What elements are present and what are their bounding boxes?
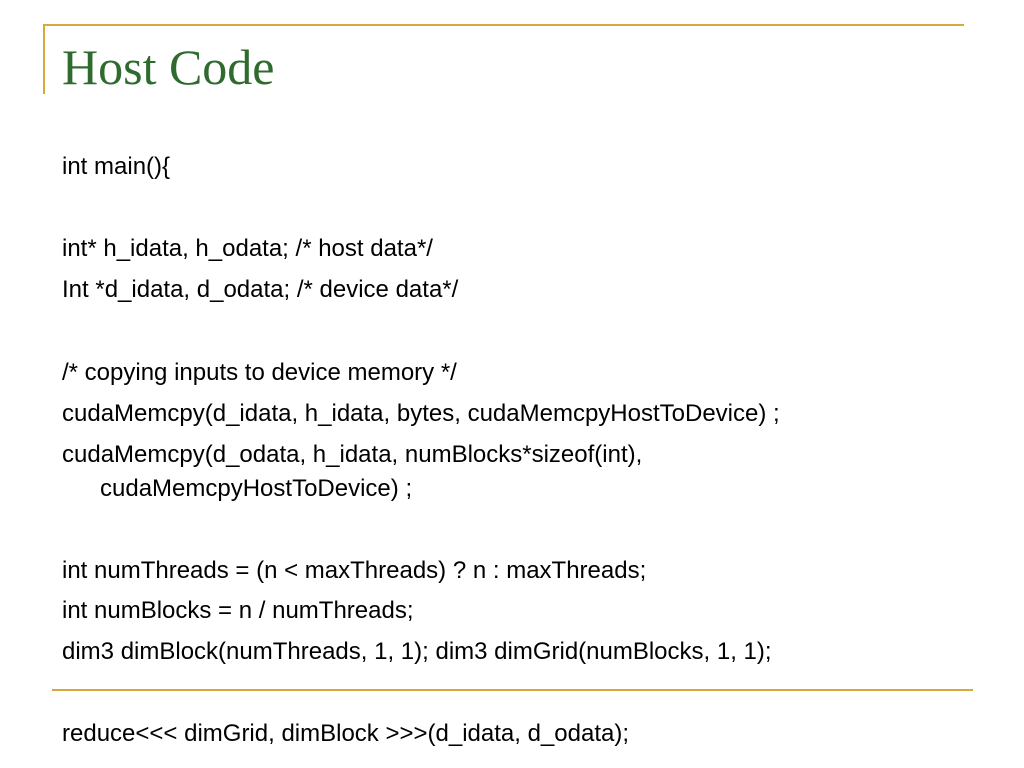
code-line-num-threads: int numThreads = (n < maxThreads) ? n : … [62, 557, 647, 584]
code-line-copy-comment: /* copying inputs to device memory */ [62, 359, 457, 386]
code-line-reduce-call: reduce<<< dimGrid, dimBlock >>>(d_idata,… [62, 720, 629, 747]
code-line-device-data: Int *d_idata, d_odata; /* device data*/ [62, 276, 459, 303]
slide-title: Host Code [62, 39, 275, 95]
top-frame-line [43, 24, 964, 26]
code-line-memcpy-odata-continued: cudaMemcpyHostToDevice) ; [100, 475, 413, 502]
code-line-main: int main(){ [62, 153, 171, 180]
code-line-host-data: int* h_idata, h_odata; /* host data*/ [62, 235, 433, 262]
bottom-separator [52, 689, 973, 691]
code-line-memcpy-idata: cudaMemcpy(d_idata, h_idata, bytes, cuda… [62, 400, 780, 427]
code-line-memcpy-odata: cudaMemcpy(d_odata, h_idata, numBlocks*s… [62, 441, 643, 468]
code-line-num-blocks: int numBlocks = n / numThreads; [62, 597, 414, 624]
code-line-dim3: dim3 dimBlock(numThreads, 1, 1); dim3 di… [62, 638, 772, 665]
left-frame-line [43, 24, 45, 94]
